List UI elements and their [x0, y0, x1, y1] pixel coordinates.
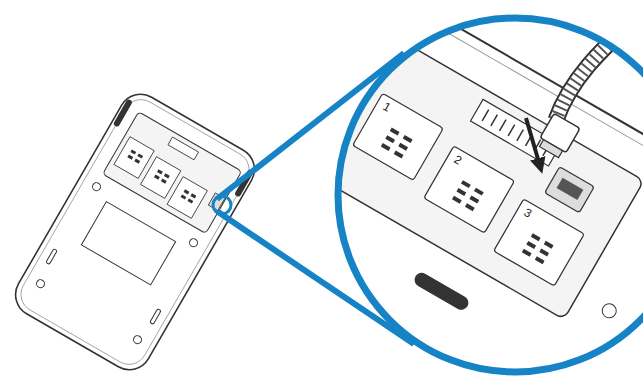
- contact: [161, 179, 167, 184]
- contact: [535, 256, 545, 264]
- focus-circle: [213, 196, 231, 214]
- callout-number: 2: [452, 153, 464, 167]
- cable: [556, 15, 640, 120]
- pin: [482, 110, 489, 121]
- sim-slot: [494, 199, 585, 286]
- cable-port: [545, 167, 595, 213]
- callout-number: 3: [522, 206, 534, 220]
- screw: [600, 301, 619, 320]
- rubber-foot: [113, 99, 133, 128]
- contact: [531, 233, 541, 241]
- contact: [127, 155, 133, 160]
- magnifier-ring: [338, 18, 643, 372]
- contact: [381, 143, 391, 151]
- screw: [132, 334, 143, 345]
- contact: [465, 203, 475, 211]
- terminal-body: [239, 0, 643, 391]
- contact: [190, 193, 196, 198]
- contact: [157, 169, 163, 174]
- screw: [91, 181, 102, 192]
- insert-arrow: [526, 118, 540, 166]
- contact: [154, 175, 160, 180]
- contact: [526, 241, 536, 249]
- contact: [544, 241, 554, 249]
- battery-connector: [168, 137, 198, 160]
- sim-slot: [167, 177, 207, 219]
- screw: [188, 237, 199, 248]
- contact: [456, 188, 466, 196]
- rubber-foot: [412, 270, 471, 312]
- contact: [452, 196, 462, 204]
- pin: [491, 115, 498, 126]
- contact: [461, 180, 471, 188]
- contact: [469, 195, 479, 203]
- sim-compartment: [321, 41, 643, 320]
- terminal-closeup: [239, 0, 643, 391]
- contact: [390, 128, 400, 136]
- cable-ridges: [556, 15, 640, 120]
- vent-slot: [46, 249, 57, 265]
- sim-slot: [424, 146, 515, 233]
- contact: [137, 153, 143, 158]
- callout-number: 1: [381, 100, 393, 114]
- sim-contacts: [123, 149, 200, 203]
- terminal-body: [8, 86, 263, 378]
- contact: [403, 135, 413, 143]
- pin: [500, 120, 507, 131]
- vent-slot: [150, 309, 161, 325]
- contact: [522, 249, 532, 257]
- terminal-small: [8, 86, 263, 378]
- screw: [35, 278, 46, 289]
- cable: [556, 15, 640, 120]
- contact: [394, 151, 404, 159]
- label-plate: [81, 202, 175, 285]
- contact: [187, 199, 193, 204]
- terminal-rim: [253, 10, 643, 391]
- pin: [517, 130, 524, 141]
- contact: [474, 188, 484, 196]
- contact: [539, 248, 549, 256]
- pin: [508, 125, 515, 136]
- plug-tip: [539, 140, 562, 158]
- contact: [385, 135, 395, 143]
- contact: [164, 173, 170, 178]
- contact: [134, 159, 140, 164]
- contact: [398, 143, 408, 151]
- magnified-view: [239, 0, 643, 391]
- terminal-rim: [14, 93, 255, 371]
- cable-plug: [536, 113, 580, 159]
- sim-slot: [353, 93, 444, 180]
- port-socket: [557, 178, 584, 200]
- connector-pins: [482, 110, 549, 156]
- contact: [130, 149, 136, 154]
- contact: [184, 189, 190, 194]
- contact: [181, 195, 187, 200]
- sim-compartment: [103, 112, 242, 234]
